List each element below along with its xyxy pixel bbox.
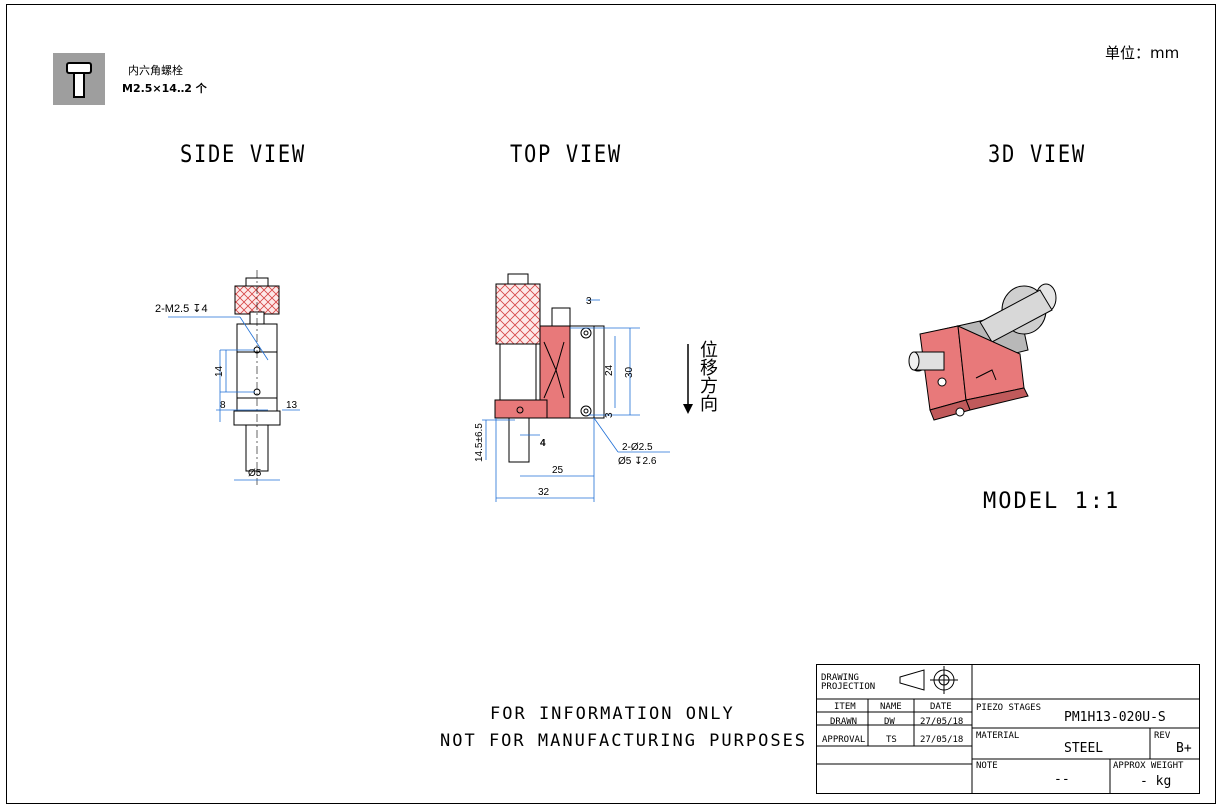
drawing-border (6, 4, 1216, 804)
side-view-title: SIDE VIEW (180, 140, 306, 168)
model-scale-label: MODEL 1:1 (983, 489, 1121, 514)
tb-approval-name: TS (886, 735, 897, 745)
title-block-lines (816, 664, 1200, 794)
top-dim-3a: 3 (586, 296, 592, 307)
top-dim-30: 30 (624, 366, 635, 378)
side-view-drawing: 2-M2.5 ↧4 14 8 13 Ø5 (155, 270, 300, 485)
bolt-thumbnail (53, 53, 105, 105)
tb-rev: B+ (1176, 741, 1192, 756)
tb-note-label: NOTE (976, 761, 998, 771)
side-dim-13: 13 (286, 400, 298, 411)
top-view-drawing: 3 24 30 3 14.5±6.5 4 25 32 2-Ø2.5 Ø5 ↧2.… (474, 273, 718, 502)
side-dim-tap: 2-M2.5 ↧4 (155, 303, 208, 315)
tb-col-date: DATE (930, 702, 952, 712)
top-view-title: TOP VIEW (510, 140, 622, 168)
top-dim-hole1: 2-Ø2.5 (622, 442, 653, 453)
tb-material-label: MATERIAL (976, 731, 1020, 741)
tb-drawn-label: DRAWN (830, 717, 858, 727)
unit-label: 单位：mm (1105, 44, 1180, 62)
tb-col-name: NAME (880, 702, 902, 712)
tb-drawn-name: DW (884, 717, 895, 727)
info-note-line1: FOR INFORMATION ONLY (490, 704, 735, 724)
top-dim-25: 25 (552, 465, 564, 476)
top-dim-24: 24 (604, 364, 615, 376)
top-dim-4: 4 (540, 438, 546, 449)
direction-arrow-icon (683, 344, 693, 414)
top-dim-32: 32 (538, 487, 550, 498)
top-dim-hole2: Ø5 ↧2.6 (618, 456, 657, 467)
tb-note: -- (1054, 772, 1070, 787)
tb-weight-label: APPROX WEIGHT (1113, 761, 1184, 771)
info-note-line2: NOT FOR MANUFACTURING PURPOSES (440, 731, 808, 751)
side-dim-14: 14 (214, 365, 225, 377)
tb-rev-label: REV (1154, 731, 1171, 741)
tb-col-item: ITEM (834, 702, 856, 712)
tb-part-label: PIEZO STAGES (976, 703, 1042, 713)
bolt-name: 内六角螺栓 (128, 64, 183, 77)
top-dim-3b: 3 (604, 412, 615, 418)
iso-view-drawing (908, 283, 1057, 421)
direction-label: 位移方向 (698, 340, 718, 412)
tb-part-number: PM1H13-020U-S (1064, 710, 1166, 725)
bolt-spec: M2.5×14‥2 个 (122, 82, 207, 95)
tb-approval-label: APPROVAL (822, 735, 866, 745)
side-dim-dia5: Ø5 (248, 468, 262, 479)
projection-symbol-icon (899, 666, 958, 694)
tb-weight: - kg (1140, 774, 1172, 789)
tb-material: STEEL (1064, 741, 1104, 756)
top-dim-14-5: 14.5±6.5 (474, 423, 485, 462)
tb-drawn-date: 27/05/18 (920, 717, 964, 727)
tb-approval-date: 27/05/18 (920, 735, 964, 745)
hex-socket-bolt-icon (66, 62, 92, 98)
iso-view-title: 3D VIEW (988, 140, 1086, 168)
projection-label: DRAWING PROJECTION (821, 673, 876, 692)
side-dim-8: 8 (220, 400, 226, 411)
